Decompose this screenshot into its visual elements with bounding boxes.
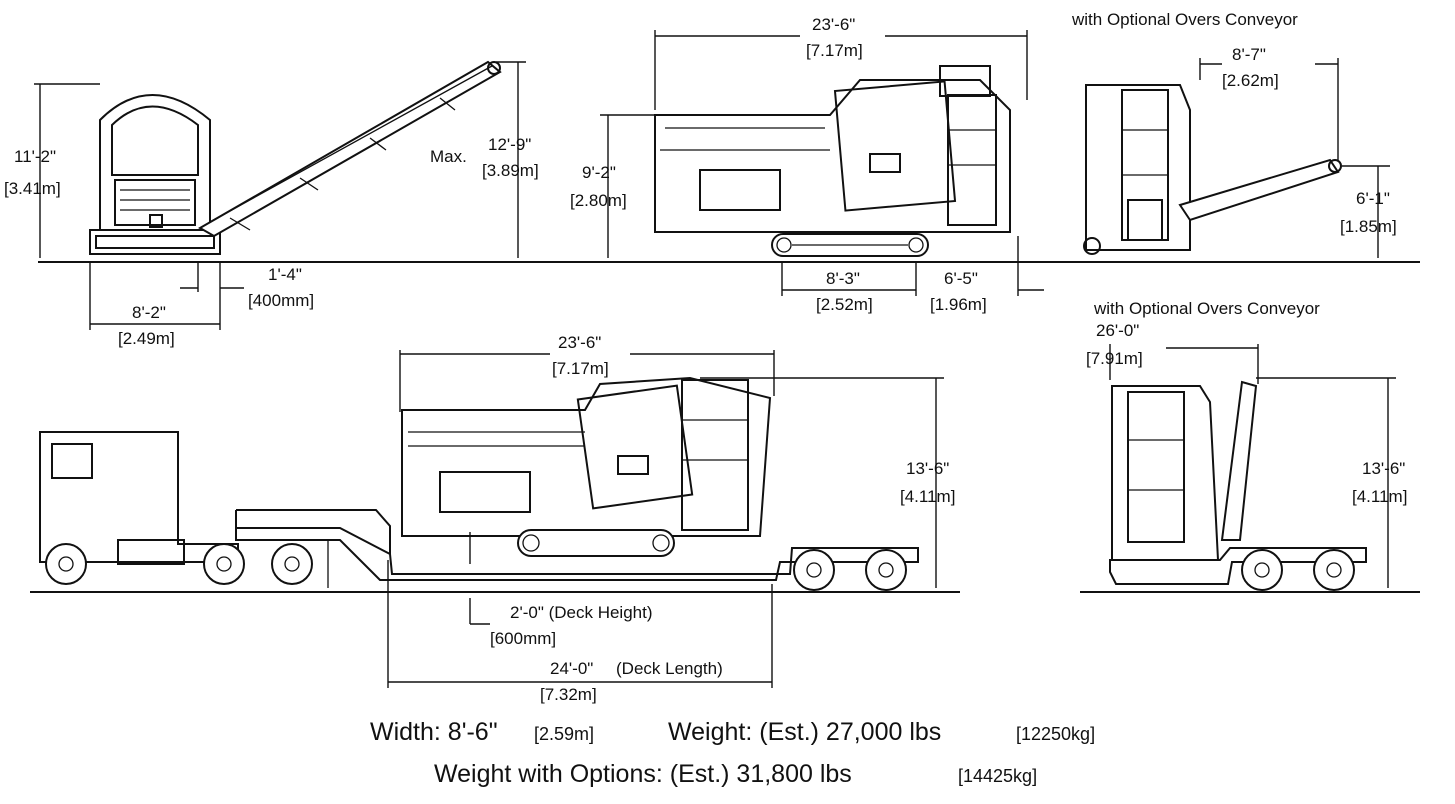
deck-length-type-label: (Deck Length) <box>616 659 723 678</box>
deck-height-label: 2'-0" (Deck Height) <box>510 603 653 622</box>
transport-height-m-label: [4.11m] <box>900 487 955 506</box>
track-width-label: 8'-2" <box>132 303 166 322</box>
side-length-label: 23'-6" <box>812 15 855 34</box>
dim-side-height <box>600 114 655 258</box>
overs-conveyor-view-top <box>1083 84 1342 255</box>
dim-transport-height <box>700 377 944 588</box>
side-height-m-label: [2.80m] <box>570 191 627 210</box>
conv-height-m-label: [3.89m] <box>482 161 539 180</box>
dim-side-length <box>654 30 1028 110</box>
dim-overs-reach <box>1199 58 1390 258</box>
overs-height-m-label: [1.85m] <box>1340 217 1397 236</box>
clearance-label: 1'-4" <box>268 265 302 284</box>
overs-transport-height-label: 13'-6" <box>1362 459 1405 478</box>
track-length-m-label: [2.52m] <box>816 295 873 314</box>
side-height-label: 9'-2" <box>582 163 616 182</box>
front-height-m-label: [3.41m] <box>4 179 61 198</box>
dim-front-height <box>34 83 100 258</box>
dim-deck-length <box>387 560 773 688</box>
overs-reach-label: 8'-7" <box>1232 45 1266 64</box>
front-view-machine <box>89 60 502 255</box>
loaded-machine <box>401 376 772 557</box>
bottom-right-caption: with Optional Overs Conveyor <box>1093 299 1320 318</box>
rear-m-label: [1.96m] <box>930 295 987 314</box>
dim-loaded-length <box>399 350 775 412</box>
dim-track-length <box>781 236 1044 296</box>
overs-transport-height-m-label: [4.11m] <box>1352 487 1407 506</box>
overs-conveyor-view-bottom <box>1109 380 1367 591</box>
overs-reach-m-label: [2.62m] <box>1222 71 1279 90</box>
weight-options-spec-kg: [14425kg] <box>958 766 1037 786</box>
width-spec: Width: 8'-6" <box>370 718 498 746</box>
track-length-label: 8'-3" <box>826 269 860 288</box>
weight-options-spec: Weight with Options: (Est.) 31,800 lbs <box>434 760 852 788</box>
dim-overs-transport-height <box>1256 377 1396 588</box>
overs-length-label: 26'-0" <box>1096 321 1139 340</box>
lowboy-trailer <box>235 509 919 591</box>
dim-conveyor-height <box>496 61 526 258</box>
max-label: Max. <box>430 147 467 166</box>
dim-deck-height <box>469 532 490 625</box>
transport-height-label: 13'-6" <box>906 459 949 478</box>
top-right-caption: with Optional Overs Conveyor <box>1071 10 1298 29</box>
loaded-length-label: 23'-6" <box>558 333 601 352</box>
rear-label: 6'-5" <box>944 269 978 288</box>
width-spec-m: [2.59m] <box>534 724 594 744</box>
side-view-machine <box>654 65 1011 257</box>
weight-spec-kg: [12250kg] <box>1016 724 1095 744</box>
clearance-mm-label: [400mm] <box>248 291 314 310</box>
dim-track-width <box>89 262 244 330</box>
front-height-label: 11'-2" <box>14 147 56 166</box>
overs-length-m-label: [7.91m] <box>1086 349 1143 368</box>
loaded-length-m-label: [7.17m] <box>552 359 609 378</box>
side-length-m-label: [7.17m] <box>806 41 863 60</box>
conv-height-label: 12'-9" <box>488 135 531 154</box>
deck-length-label: 24'-0" <box>550 659 593 678</box>
weight-spec: Weight: (Est.) 27,000 lbs <box>668 718 941 746</box>
deck-height-mm-label: [600mm] <box>490 629 556 648</box>
track-width-m-label: [2.49m] <box>118 329 175 348</box>
truck <box>39 431 329 588</box>
overs-height-label: 6'-1" <box>1356 189 1390 208</box>
deck-length-m-label: [7.32m] <box>540 685 597 704</box>
